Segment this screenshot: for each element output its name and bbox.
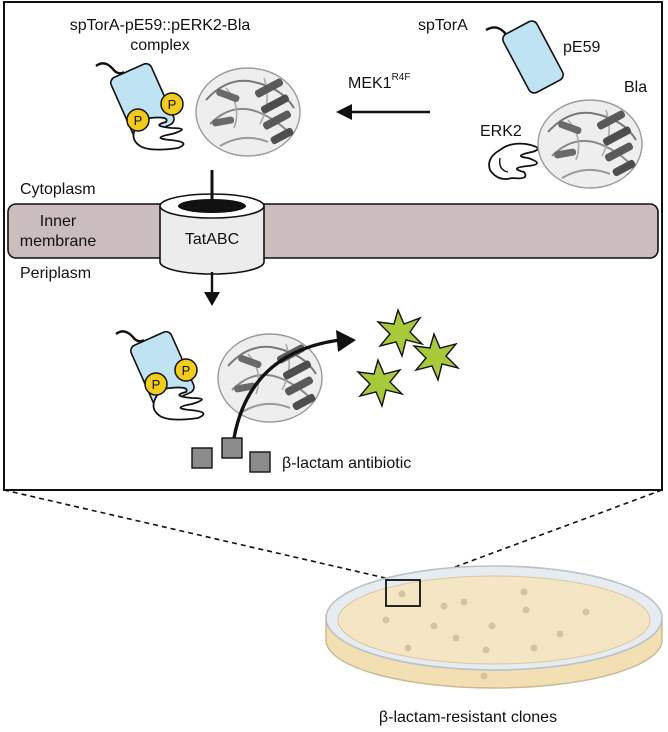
- hydrolysis-arrow-head: [336, 330, 356, 352]
- complex-phospho-1: [126, 108, 150, 132]
- periplasm-label: Periplasm: [20, 265, 91, 282]
- zoom-line-right: [419, 489, 663, 581]
- colony: [556, 630, 564, 638]
- tatabc-channel-pore: [178, 199, 246, 213]
- complex-label-line1: spTorA-pE59::pERK2-Bla: [70, 17, 251, 34]
- colony: [452, 634, 460, 642]
- periplasm-phospho-1-label: P: [152, 377, 161, 392]
- hydrolyzed-antibiotic-star-1: [376, 307, 425, 359]
- colony: [404, 644, 412, 652]
- cytoplasm-label: Cytoplasm: [20, 181, 96, 198]
- antibiotic-label: β-lactam antibiotic: [282, 455, 411, 472]
- periplasm-phospho-2-label: P: [182, 363, 191, 378]
- hydrolysis-arrow-curve: [232, 338, 341, 439]
- fusion-pe59-domain: [502, 20, 564, 94]
- fusion-erk2-inner-loop: [498, 157, 509, 173]
- colony: [440, 602, 448, 610]
- periplasm-signal-peptide: [115, 330, 145, 343]
- complex-phospho-1-label: P: [134, 113, 143, 128]
- colony: [480, 672, 488, 680]
- colony: [522, 606, 530, 614]
- colony: [520, 588, 528, 596]
- zoom-line-left: [3, 489, 395, 581]
- complex-bla-domain: [195, 67, 301, 157]
- fusion-bla-domain: [537, 99, 643, 189]
- periplasm-phospho-2: [174, 358, 198, 382]
- antibiotic-square-1: [191, 447, 213, 469]
- antibiotic-square-3: [249, 451, 271, 473]
- complex-phospho-2: [160, 92, 184, 116]
- translocation-arrow-head: [204, 292, 220, 306]
- sptora-label: spTorA: [418, 17, 468, 34]
- colony: [382, 616, 390, 624]
- periplasm-erk2-loops: [152, 386, 205, 421]
- fusion-erk2-loops: [488, 142, 539, 180]
- antibiotic-square-2: [221, 437, 243, 459]
- erk2-label: ERK2: [480, 123, 522, 140]
- mek1-arrow-head: [336, 104, 352, 120]
- colony: [582, 608, 590, 616]
- colony: [530, 644, 538, 652]
- inner-membrane-band: [7, 203, 659, 259]
- periplasm-phospho-1: [144, 372, 168, 396]
- mek1-label: MEK1R4F: [348, 72, 410, 92]
- zoom-box: [385, 579, 421, 607]
- hydrolyzed-antibiotic-star-2: [412, 331, 461, 383]
- colony: [398, 590, 406, 598]
- complex-signal-peptide: [95, 62, 125, 75]
- complex-phospho-2-label: P: [168, 97, 177, 112]
- colony: [430, 622, 438, 630]
- bla-label: Bla: [624, 79, 647, 96]
- inner-membrane-label-line1: Inner: [40, 213, 77, 230]
- colony: [488, 622, 496, 630]
- clones-caption: β-lactam-resistant clones: [379, 709, 557, 726]
- colony: [460, 598, 468, 606]
- complex-label-line2: complex: [130, 37, 190, 54]
- hydrolyzed-antibiotic-star-3: [356, 357, 405, 409]
- inner-membrane-label-line2: membrane: [20, 233, 97, 250]
- main-panel-frame: [3, 1, 663, 491]
- petri-dish-agar: [337, 575, 651, 665]
- pe59-label: pE59: [563, 39, 600, 56]
- tatabc-label: TatABC: [185, 231, 239, 248]
- colony: [482, 646, 490, 654]
